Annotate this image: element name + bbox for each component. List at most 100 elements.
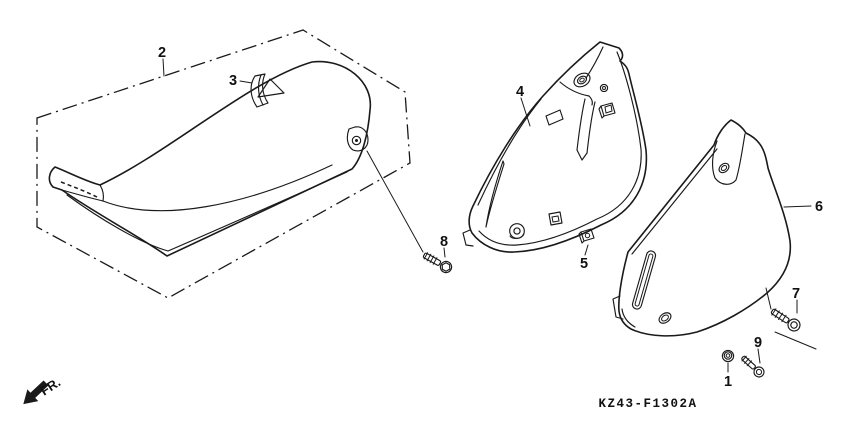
cover4-highlight-sliver	[485, 160, 505, 228]
cover6-tab-hole-inner	[720, 164, 728, 172]
callout-4-leader	[520, 97, 531, 127]
cover4-square-hole-inner	[551, 215, 560, 223]
callout-5-leader	[584, 244, 589, 256]
callout-7: 7	[792, 286, 800, 314]
seat-nose-stitching	[60, 181, 98, 198]
screw9-thread-3	[746, 360, 752, 367]
cover4-bracket-notch	[588, 95, 593, 106]
callout-2-label: 2	[158, 45, 166, 61]
clip-nut	[578, 228, 595, 244]
tab-flap-triangle	[257, 78, 285, 98]
grommet-outer	[721, 349, 735, 363]
callout-3: 3	[229, 73, 253, 89]
callout-9: 9	[754, 335, 762, 364]
cover4-grommet-inner	[579, 77, 585, 83]
cover4-grommet-hole	[576, 75, 588, 85]
clipnut5-face	[580, 228, 595, 242]
seat-bracket	[346, 126, 369, 152]
callout-2: 2	[158, 45, 166, 77]
bolt8-thread-1	[423, 252, 429, 260]
bolt7-pointer-line-upper	[765, 287, 772, 310]
bolt-8	[422, 252, 453, 274]
bolt8-thread-4	[432, 257, 438, 265]
screw9-thread-1	[741, 355, 747, 362]
cover4-square-hole	[548, 211, 563, 226]
diagram-code: KZ43-F1302A	[598, 397, 697, 411]
bolt7-head	[790, 321, 798, 329]
bolt7-thread-4	[781, 314, 787, 323]
clipnut5-side	[578, 231, 585, 244]
bolt8-hex-head	[441, 262, 451, 272]
fr-direction-indicator: FR.	[23, 375, 63, 405]
bolt7-thread-2	[774, 310, 780, 318]
cover6-left-tab	[612, 295, 624, 320]
screw9-head	[755, 368, 763, 376]
assembly-boundary	[36, 29, 411, 299]
cover4-bracket-edge	[559, 81, 590, 97]
callout-6-label: 6	[815, 199, 823, 215]
cover4-boss-base	[509, 233, 525, 239]
callout-7-label: 7	[792, 286, 800, 302]
cover4-outline	[468, 41, 648, 253]
seat-bottom-trim-line	[66, 171, 348, 252]
cover4-peg-hole	[599, 83, 609, 93]
cover6-oval-hole	[658, 312, 672, 324]
grommet-1	[721, 349, 735, 363]
bolt8-flange	[439, 260, 453, 274]
callout-6-leader	[783, 205, 812, 208]
cover4-boss-hole	[513, 227, 521, 235]
grommet-hole	[725, 353, 731, 358]
fr-arrow-shape	[23, 380, 49, 405]
bolt7-flange	[787, 318, 801, 332]
callout-4: 4	[516, 84, 531, 127]
cover4-peg-hole-inner	[602, 86, 606, 90]
callout-8-leader	[443, 247, 446, 258]
bolt8-thread-2	[426, 253, 432, 262]
callout-5-label: 5	[580, 256, 588, 272]
bolt8-thread-3	[429, 255, 435, 264]
seat-bracket-hole	[351, 135, 362, 146]
seat-bracket-to-bolt-leader	[366, 150, 424, 253]
screw-9	[741, 355, 765, 378]
callout-9-label: 9	[754, 335, 762, 351]
cover6-tab-hole	[718, 162, 730, 174]
cover4-clipnut-side	[598, 105, 605, 119]
callout-1: 1	[724, 362, 732, 390]
clipnut5-hole	[584, 232, 591, 239]
seat-outline	[48, 60, 372, 257]
callout-3-label: 3	[229, 73, 237, 89]
cover4-strap-right	[586, 101, 596, 154]
callout-2-leader	[162, 58, 165, 77]
seat-nose-bottom	[61, 189, 104, 202]
cover6-outline	[618, 119, 792, 337]
cover4-strap-left	[576, 98, 586, 151]
seat-seam-line	[102, 164, 333, 212]
screw9-flange	[753, 366, 765, 378]
bolt7-pointer-line-lower	[774, 331, 817, 350]
callout-9-leader	[757, 348, 761, 364]
bolt-7	[770, 308, 801, 332]
seat-nose-edge	[99, 184, 104, 202]
bolt7-thread-1	[771, 308, 777, 316]
grommet-mid	[723, 351, 733, 360]
tab-outline	[250, 73, 269, 108]
callout-8-label: 8	[440, 234, 448, 250]
cover4-foot-tab	[462, 229, 474, 247]
cover4-top-ridge	[585, 46, 604, 79]
callout-4-label: 4	[516, 84, 524, 100]
callout-8: 8	[440, 234, 448, 258]
cover6-bottom-lip	[621, 308, 636, 328]
left-side-cover	[462, 41, 648, 253]
cover4-tab-slot	[545, 109, 564, 126]
callout-5: 5	[580, 244, 589, 272]
callout-3-leader	[239, 80, 253, 84]
cover4-right-lip	[478, 51, 642, 246]
seat-bracket-hole-center	[355, 139, 358, 142]
cover4-clipnut-face	[600, 102, 616, 117]
vent-slot-inner	[634, 253, 654, 307]
callout-6: 6	[783, 199, 823, 215]
right-side-cover	[612, 119, 817, 350]
fr-label: FR.	[37, 375, 63, 399]
